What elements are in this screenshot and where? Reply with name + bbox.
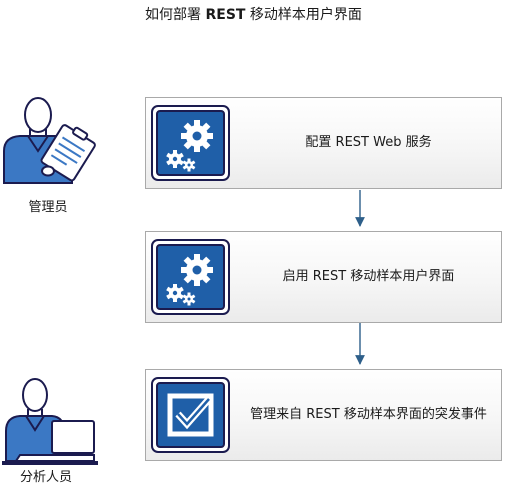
actor-analyst: 分析人员 [0, 375, 100, 492]
analyst-laptop-icon [2, 378, 98, 465]
administrator-clipboard-icon [3, 97, 96, 184]
step-configure-rest-web-service: 配置 REST Web 服务 [145, 97, 502, 189]
title-bold: REST [205, 7, 246, 23]
actor-label: 管理员 [28, 200, 68, 215]
checkbox-icon [151, 377, 230, 453]
step-manage-incidents: 管理来自 REST 移动样本界面的突发事件 [145, 369, 502, 461]
gears-icon [151, 105, 230, 181]
diagram-title: 如何部署 REST 移动样本用户界面 [0, 6, 507, 24]
step-enable-rest-mobile-ui: 启用 REST 移动样本用户界面 [145, 231, 502, 323]
gears-icon [151, 239, 230, 315]
step-label: 管理来自 REST 移动样本界面的突发事件 [250, 407, 487, 422]
step-label: 启用 REST 移动样本用户界面 [282, 269, 455, 284]
actor-label: 分析人员 [19, 470, 72, 485]
step-label: 配置 REST Web 服务 [305, 135, 432, 150]
title-suffix: 移动样本用户界面 [245, 7, 362, 23]
title-prefix: 如何部署 [145, 7, 206, 23]
actor-administrator: 管理员 [0, 93, 100, 223]
